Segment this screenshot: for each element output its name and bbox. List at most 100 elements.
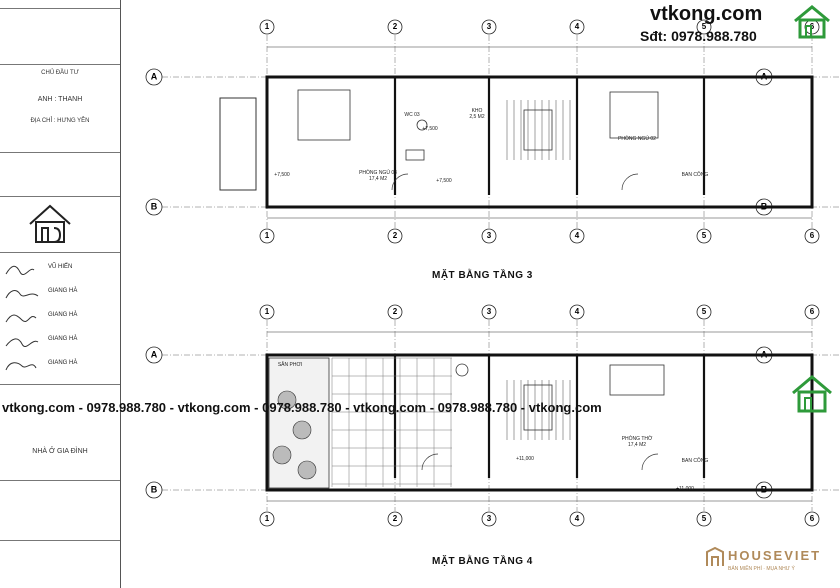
grid-bubble bbox=[145, 346, 163, 364]
signature-row: VŨ HIẾN bbox=[4, 262, 116, 276]
door-swing bbox=[421, 453, 439, 471]
level-mark: +7,500 bbox=[422, 126, 438, 132]
site-watermark: vtkong.com bbox=[650, 3, 763, 25]
bed bbox=[297, 89, 351, 141]
signature-row: GIANG HÀ bbox=[4, 358, 116, 372]
title-block: CHỦ ĐẦU TƯ ANH : THANH ĐỊA CHỈ : HƯNG YÊ… bbox=[0, 0, 121, 588]
room-name: SÂN PHƠI bbox=[277, 362, 303, 368]
signature-icon bbox=[5, 338, 39, 347]
phone-watermark: Sđt: 0978.988.780 bbox=[640, 28, 757, 44]
houseviet-watermark: HOUSEVIET bbox=[728, 548, 822, 563]
grid-bubble bbox=[387, 304, 403, 320]
title-block-divider bbox=[0, 384, 120, 385]
room-label: BAN CÔNG bbox=[680, 458, 710, 464]
signature-icon bbox=[5, 290, 39, 299]
grid-bubble bbox=[481, 304, 497, 320]
room-name: PHÒNG NGỦ 03 bbox=[359, 170, 397, 176]
address-label: ĐỊA CHỈ : HƯNG YÊN bbox=[30, 118, 90, 124]
grid-label: 1 bbox=[265, 307, 270, 316]
room-area: 17,4 M2 bbox=[627, 442, 647, 448]
grid-label: 2 bbox=[393, 22, 398, 31]
room-label: BAN CÔNG bbox=[680, 172, 710, 178]
grid-label: 4 bbox=[575, 231, 580, 240]
room-name: KHO bbox=[471, 108, 483, 114]
grid-bubble bbox=[259, 19, 275, 35]
signer-name: GIANG HÀ bbox=[48, 288, 78, 294]
room-label: WC 03 bbox=[396, 112, 428, 118]
grid-label: 3 bbox=[487, 307, 492, 316]
grid-label: 4 bbox=[575, 22, 580, 31]
room-area: 17,4 M2 bbox=[368, 176, 388, 182]
grid-bubble bbox=[259, 228, 275, 244]
grid-label: 3 bbox=[487, 231, 492, 240]
title-block-divider bbox=[0, 196, 120, 197]
grid-label: A bbox=[151, 71, 158, 81]
title-block-divider bbox=[0, 480, 120, 481]
signature-row: GIANG HÀ bbox=[4, 310, 116, 324]
level-mark: +11,000 bbox=[516, 456, 534, 462]
level-mark: +7,500 bbox=[274, 172, 290, 178]
grid-bubble bbox=[387, 511, 403, 527]
plant-icon bbox=[292, 420, 312, 440]
level-mark: +7,500 bbox=[436, 178, 452, 184]
grid-label: B bbox=[151, 201, 158, 211]
room-name: PHÒNG THỜ bbox=[621, 436, 653, 442]
grid-bubble bbox=[387, 19, 403, 35]
room-label: KHO 2,5 M2 bbox=[462, 108, 492, 120]
grid-bubble bbox=[696, 511, 712, 527]
level-mark: +11,000 bbox=[676, 486, 694, 492]
grid-bubble bbox=[387, 228, 403, 244]
grid-label: 1 bbox=[265, 22, 270, 31]
toilet bbox=[416, 119, 428, 131]
grid-bubble bbox=[696, 304, 712, 320]
grid-label: 5 bbox=[702, 22, 707, 31]
plan-title-floor-4: MẶT BẰNG TẦNG 4 bbox=[432, 556, 533, 567]
grid-bubble bbox=[696, 19, 712, 35]
grid-bubble bbox=[481, 228, 497, 244]
door-swing bbox=[621, 173, 639, 191]
grid-label: 2 bbox=[393, 514, 398, 523]
exterior-wall bbox=[265, 353, 814, 492]
plan-title-floor-3: MẶT BẰNG TẦNG 3 bbox=[432, 270, 533, 281]
plant-icon bbox=[297, 460, 317, 480]
grid-label: 6 bbox=[810, 22, 815, 31]
grid-bubble bbox=[569, 228, 585, 244]
door-swing bbox=[391, 173, 409, 191]
sink bbox=[405, 149, 425, 161]
grid-label: A bbox=[151, 349, 158, 359]
title-block-divider bbox=[0, 540, 120, 541]
owner-label: CHỦ ĐẦU TƯ bbox=[41, 70, 79, 76]
signature-icon bbox=[5, 314, 37, 323]
grid-label: 1 bbox=[265, 514, 270, 523]
grid-label: 3 bbox=[487, 22, 492, 31]
balcony-railing bbox=[219, 97, 257, 191]
grid-label: 4 bbox=[575, 514, 580, 523]
room-name: BAN CÔNG bbox=[681, 172, 709, 178]
signature-icon bbox=[5, 265, 35, 275]
title-block-divider bbox=[0, 152, 120, 153]
vtkong-house-logo-icon bbox=[792, 375, 832, 413]
room-label: PHÒNG THỜ 17,4 M2 bbox=[612, 436, 662, 448]
grid-bubble bbox=[804, 511, 820, 527]
grid-label: B bbox=[151, 484, 158, 494]
grid-label: 2 bbox=[393, 307, 398, 316]
houseviet-logo-icon bbox=[706, 546, 724, 566]
grid-label: 6 bbox=[810, 514, 815, 523]
room-label: PHÒNG NGỦ 02 bbox=[612, 136, 662, 142]
grid-bubble bbox=[569, 511, 585, 527]
grid-label: 5 bbox=[702, 231, 707, 240]
signature-row: GIANG HÀ bbox=[4, 286, 116, 300]
grid-label: 3 bbox=[487, 514, 492, 523]
owner-name: ANH : THANH bbox=[37, 96, 83, 103]
room-name: WC 03 bbox=[404, 112, 420, 118]
grid-label: 5 bbox=[702, 307, 707, 316]
stair-void bbox=[523, 109, 553, 151]
grid-label: 5 bbox=[702, 514, 707, 523]
grid-bubble bbox=[481, 511, 497, 527]
room-area: 2,5 M2 bbox=[469, 114, 485, 120]
plant-icon bbox=[272, 445, 292, 465]
door-swing bbox=[641, 453, 659, 471]
grid-label: 1 bbox=[265, 231, 270, 240]
